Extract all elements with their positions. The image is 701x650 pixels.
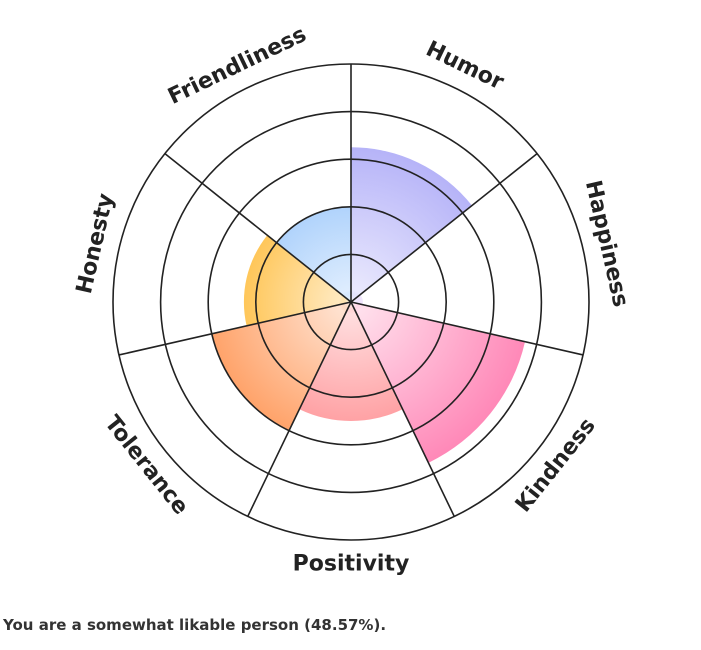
result-text: You are a somewhat likable person (48.57… <box>3 616 387 634</box>
axis-label-happiness: Happiness <box>580 178 633 309</box>
wedge-humor <box>351 147 472 302</box>
axis-label-positivity: Positivity <box>293 552 410 577</box>
wedge-kindness <box>351 302 526 463</box>
axis-label-honesty: Honesty <box>72 191 119 296</box>
grid-spoke <box>118 301 352 356</box>
wedge-honesty <box>243 235 351 326</box>
grid-spoke <box>247 301 352 517</box>
wedge-friendliness <box>276 206 351 302</box>
polar-area-chart: HumorHappinessKindnessPositivityToleranc… <box>72 22 633 577</box>
wedge-positivity <box>299 302 403 421</box>
grid-spoke <box>164 152 352 303</box>
axis-label-friendliness: Friendliness <box>164 22 310 110</box>
grid-spoke <box>350 301 455 517</box>
grid-spoke <box>350 301 584 356</box>
axis-label-humor: Humor <box>422 37 508 96</box>
grid-spoke <box>350 152 538 303</box>
